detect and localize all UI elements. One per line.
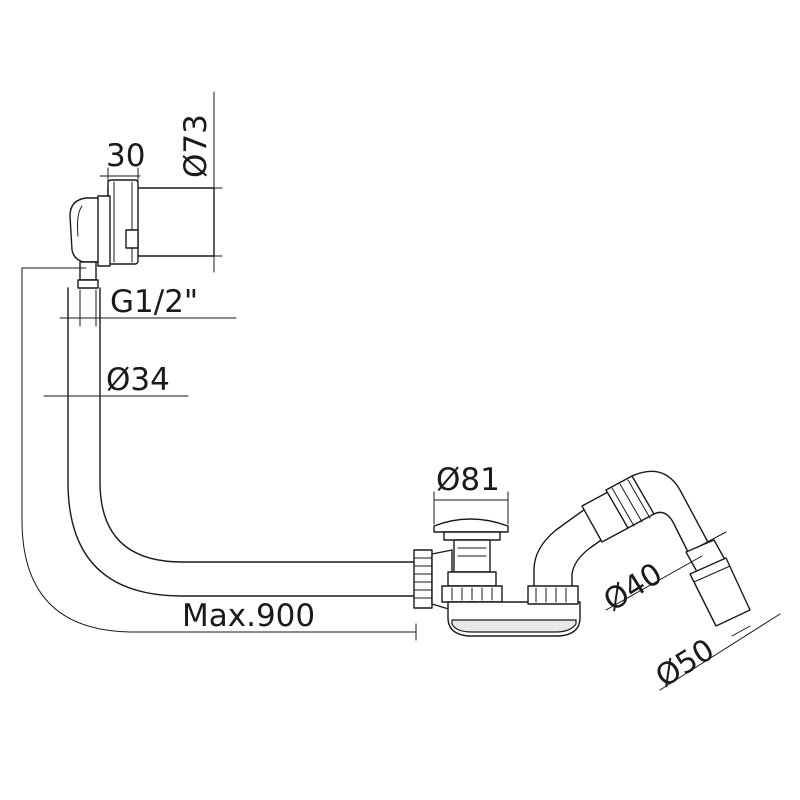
diameter-40-label: Ø40 bbox=[598, 556, 669, 618]
outlet-elbow bbox=[533, 470, 751, 627]
max-length-label: Max.900 bbox=[182, 598, 315, 634]
waste-valve bbox=[413, 518, 581, 637]
diameter-73-label: Ø73 bbox=[178, 114, 214, 178]
diameter-50-label: Ø50 bbox=[650, 632, 721, 694]
diameter-81-label: Ø81 bbox=[436, 462, 500, 498]
overflow-head bbox=[69, 179, 215, 267]
diameter-34-label: Ø34 bbox=[106, 362, 170, 398]
thread-g12-label: G1/2" bbox=[110, 284, 198, 320]
dimension-lines bbox=[21, 91, 781, 691]
overflow-pipe bbox=[67, 261, 417, 597]
width-30-label: 30 bbox=[106, 138, 145, 174]
